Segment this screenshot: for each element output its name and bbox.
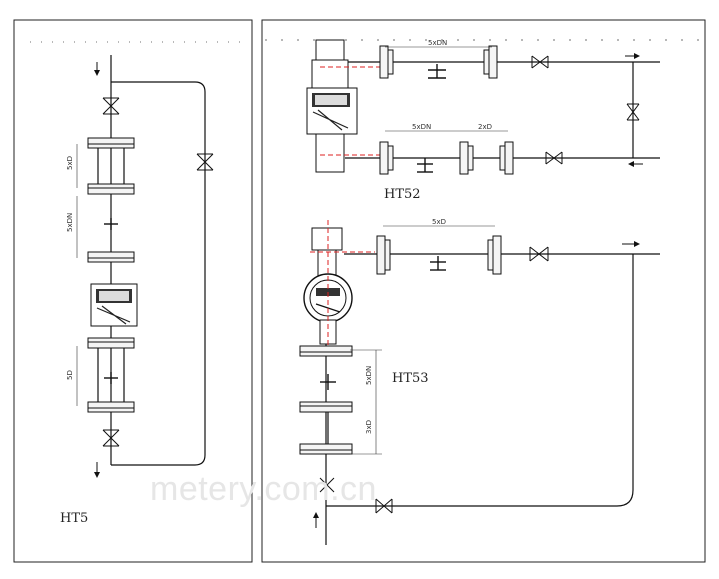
lower-valve-left — [102, 429, 120, 447]
rm-panel-label: HT53 — [392, 371, 429, 386]
rt-dim-lines — [385, 46, 508, 132]
rt-panel-label: HT52 — [384, 187, 421, 202]
upper-valve-left — [102, 97, 120, 115]
rt-dim-c: 2xD — [478, 123, 492, 131]
rt-meter-body — [306, 39, 358, 173]
rm-dim-lines — [350, 225, 495, 455]
watermark: metery.com.cn — [150, 470, 377, 508]
left-flanges — [87, 137, 135, 413]
rm-dim-c: 3xD — [365, 420, 373, 434]
left-dim-a: 5xD — [66, 156, 74, 170]
left-dim-b: 5xDN — [66, 213, 74, 232]
flow-arrow-in-left — [94, 62, 100, 76]
top-tick-row — [30, 39, 700, 43]
rt-horizontal-pipes — [345, 61, 660, 159]
bypass-valve — [196, 153, 214, 171]
rm-flanges — [299, 235, 502, 455]
flowmeter-left — [90, 283, 138, 327]
rt-flanges — [379, 45, 514, 175]
rt-dim-a: 5xDN — [428, 39, 447, 47]
left-dim-c: 5D — [66, 370, 74, 380]
flow-arrow-out-left — [94, 462, 100, 478]
rm-valves — [319, 246, 549, 514]
rt-valves — [531, 55, 640, 165]
rm-supports — [320, 256, 446, 444]
left-supports — [104, 218, 118, 384]
left-panel-frame — [13, 19, 253, 563]
rm-dim-a: 5xD — [432, 218, 446, 226]
right-panel-frame — [261, 19, 706, 563]
rt-flow-arrows — [625, 53, 643, 167]
rt-supports — [417, 64, 446, 173]
rm-flow-arrows — [313, 241, 640, 528]
rt-dim-b: 5xDN — [412, 123, 431, 131]
left-panel-label: HT5 — [60, 511, 88, 526]
rm-dim-b: 5xDN — [365, 366, 373, 385]
